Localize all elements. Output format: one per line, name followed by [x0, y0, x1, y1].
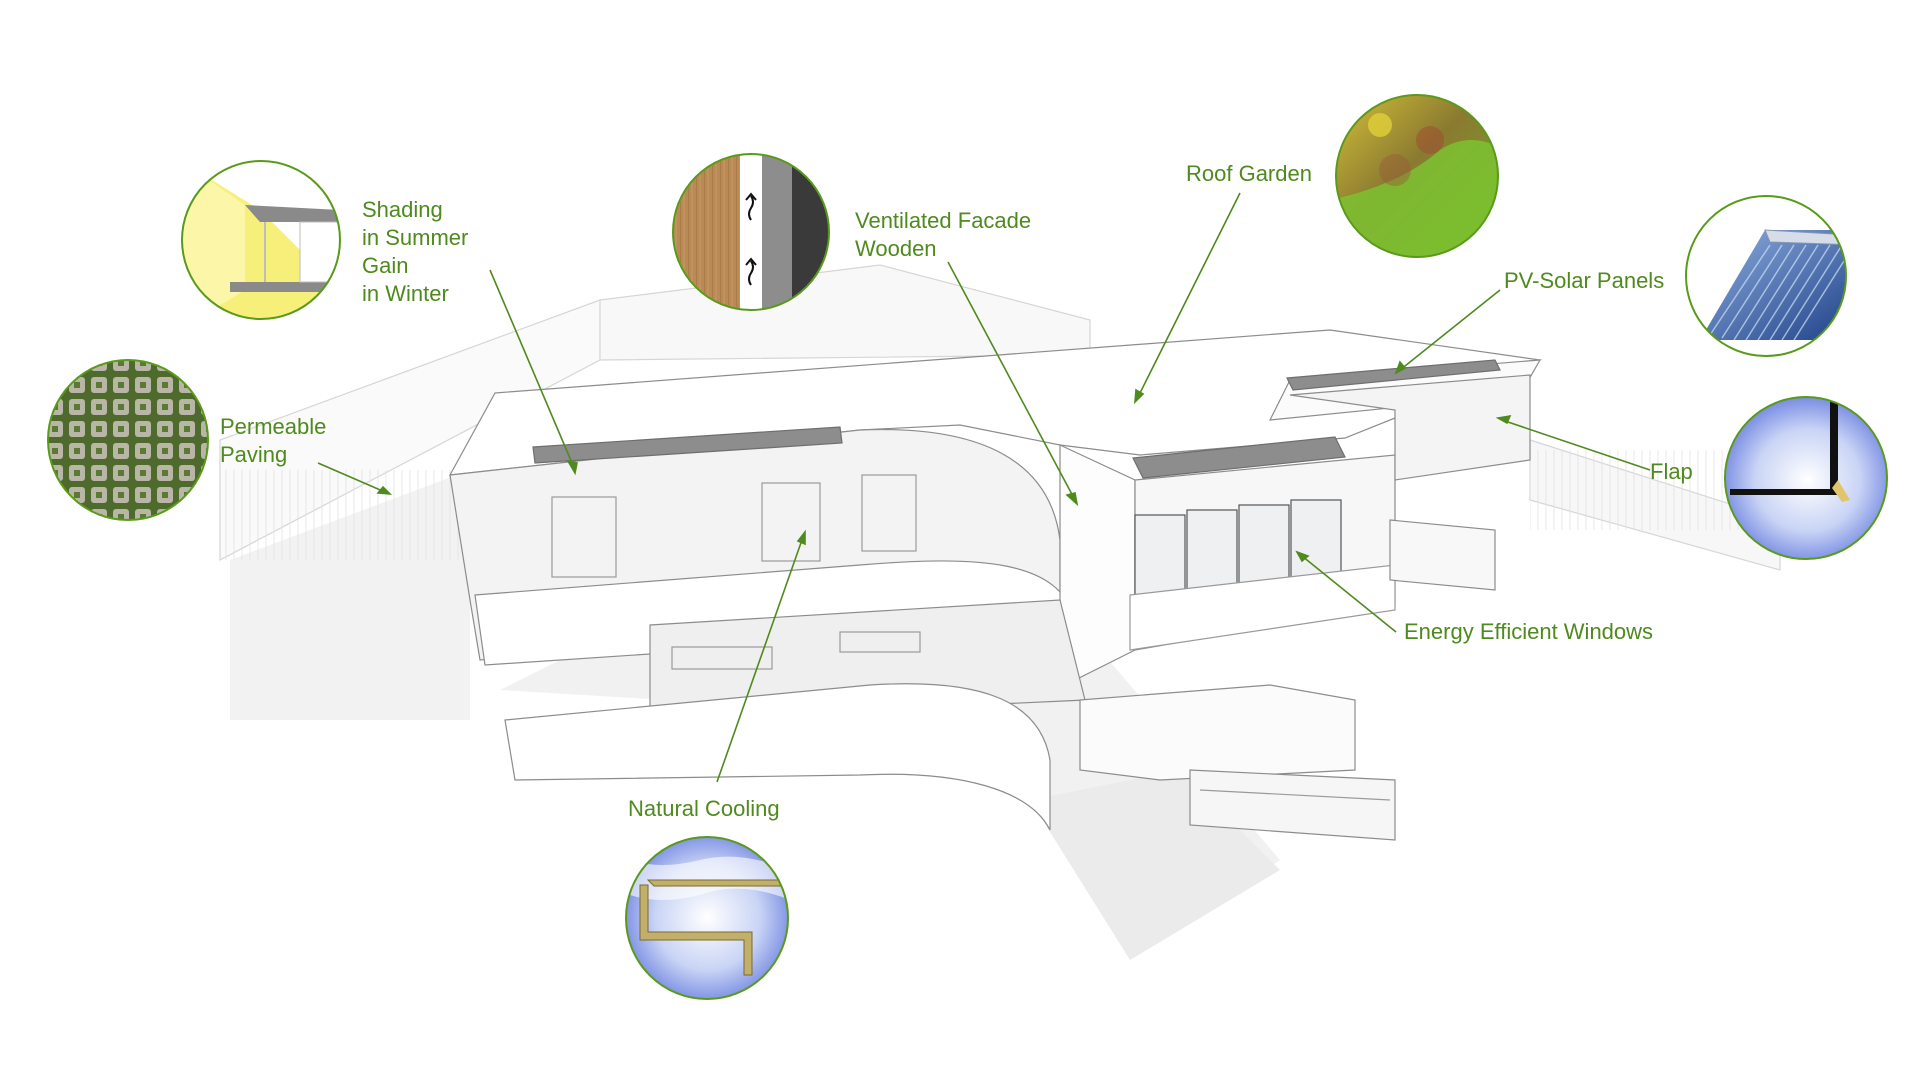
leader-roof: [1137, 192, 1241, 398]
stair-edge: [1199, 789, 1391, 801]
window-pane-1: [1134, 514, 1186, 596]
cooling-circle: [625, 836, 789, 1000]
arrow-windows: [1295, 550, 1310, 563]
fence-left: [220, 470, 470, 560]
label-shading: Shading in Summer Gain in Winter: [362, 196, 468, 308]
leader-shading: [489, 269, 576, 471]
energy-windows: [1134, 499, 1342, 596]
label-shading-line-3: Gain: [362, 253, 409, 278]
flap-circle: [1724, 396, 1888, 560]
label-natural-cooling: Natural Cooling: [628, 795, 780, 823]
arrow-paving: [376, 485, 393, 495]
roof-garden-circle: [1335, 94, 1499, 258]
label-shading-line-2: in Summer: [362, 225, 469, 250]
label-cooling-line-1: Natural Cooling: [628, 796, 780, 821]
label-permeable-paving: Permeable Paving: [220, 413, 326, 469]
window-pane-2: [1186, 509, 1238, 591]
leader-facade: [947, 261, 1076, 501]
solar-circle: [1685, 195, 1847, 357]
lower-terrace: [1079, 684, 1356, 781]
shading-overhang-icon: [245, 205, 340, 222]
back-wall-top: [599, 264, 1091, 361]
airflow-arrow-icon-2: [745, 257, 757, 286]
label-solar-line-1: PV-Solar Panels: [1504, 268, 1665, 293]
stairs: [1189, 769, 1396, 841]
label-flap-line-1: Flap: [1650, 459, 1693, 484]
upper-door-2: [761, 482, 821, 562]
arrow-cooling: [796, 529, 806, 546]
facade-insulation: [762, 154, 792, 310]
label-paving-line-2: Paving: [220, 442, 288, 467]
tower-balcony: [1129, 564, 1396, 651]
label-facade-line-1: Ventilated Facade: [855, 208, 1032, 233]
solar-strip-left: [532, 426, 843, 464]
arrow-flap: [1495, 414, 1512, 425]
label-ventilated-facade: Ventilated Facade Wooden: [855, 207, 1031, 263]
label-shading-line-4: in Winter: [362, 281, 449, 306]
solar-strip-right: [1286, 359, 1501, 391]
leader-paving: [317, 462, 386, 493]
label-windows-line-1: Energy Efficient Windows: [1404, 619, 1654, 644]
leader-windows: [1301, 555, 1397, 633]
shading-slab-icon: [230, 282, 340, 292]
label-paving-line-1: Permeable: [220, 414, 327, 439]
east-wing: [1289, 374, 1531, 481]
upper-door-3: [861, 474, 917, 552]
label-shading-line-1: Shading: [362, 197, 443, 222]
leader-cooling: [716, 536, 804, 783]
window-pane-3: [1238, 504, 1290, 586]
arrow-solar: [1394, 360, 1407, 375]
cooling-section-icon: [639, 884, 753, 976]
label-facade-line-2: Wooden: [855, 236, 937, 261]
paving-circle: [47, 359, 209, 521]
label-roof-garden-line-1: Roof Garden: [1186, 161, 1312, 186]
east-lower-terrace: [1389, 519, 1496, 591]
label-roof-garden: Roof Garden: [1186, 160, 1312, 188]
lower-balcony: [504, 683, 1051, 831]
label-flap: Flap: [1650, 458, 1693, 486]
upper-door-1: [551, 496, 617, 578]
lower-window-2: [839, 631, 921, 653]
shading-circle: [181, 160, 341, 320]
arrow-roof: [1134, 388, 1145, 405]
label-energy-efficient-windows: Energy Efficient Windows: [1404, 618, 1653, 646]
label-pv-solar-panels: PV-Solar Panels: [1504, 267, 1664, 295]
leader-lines: [317, 192, 1651, 783]
lower-window-1: [671, 646, 773, 670]
solar-strip-mid: [1132, 436, 1346, 479]
facade-air-gap: [740, 154, 762, 310]
airflow-arrow-icon: [745, 192, 757, 221]
arrow-shading: [566, 459, 578, 476]
leader-solar: [1399, 289, 1501, 371]
arrow-facade: [1065, 492, 1079, 507]
building: [219, 264, 1781, 960]
tower-block: [1059, 444, 1136, 681]
leader-flap: [1501, 419, 1651, 471]
